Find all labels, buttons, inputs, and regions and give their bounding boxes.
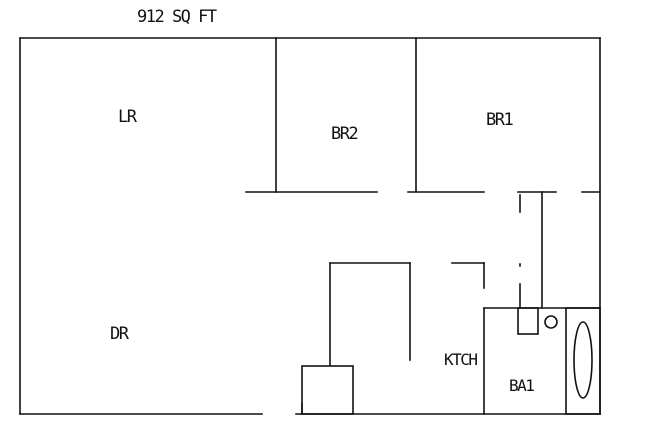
room-label-bedroom-1: BR1 (486, 110, 513, 130)
outer-walls (19, 37, 601, 415)
toilet-icon (517, 307, 539, 335)
kitchen-cabinet (301, 365, 354, 415)
bedroom-walls (245, 37, 601, 193)
room-label-bedroom-2: BR2 (331, 124, 357, 144)
area-label: 912 SQ FT (137, 7, 217, 27)
kitchen-walls (301, 262, 485, 415)
closet-walls (519, 191, 543, 309)
room-label-bath: BA1 (509, 376, 534, 395)
bathtub-icon (565, 307, 601, 415)
bathtub-basin-icon (573, 321, 593, 399)
room-label-kitchen: KTCH (444, 350, 477, 369)
bath-fixtures (483, 307, 601, 415)
room-label-dining-room: DR (110, 324, 130, 344)
room-label-living-room: LR (118, 107, 138, 127)
sink-icon (544, 315, 558, 329)
